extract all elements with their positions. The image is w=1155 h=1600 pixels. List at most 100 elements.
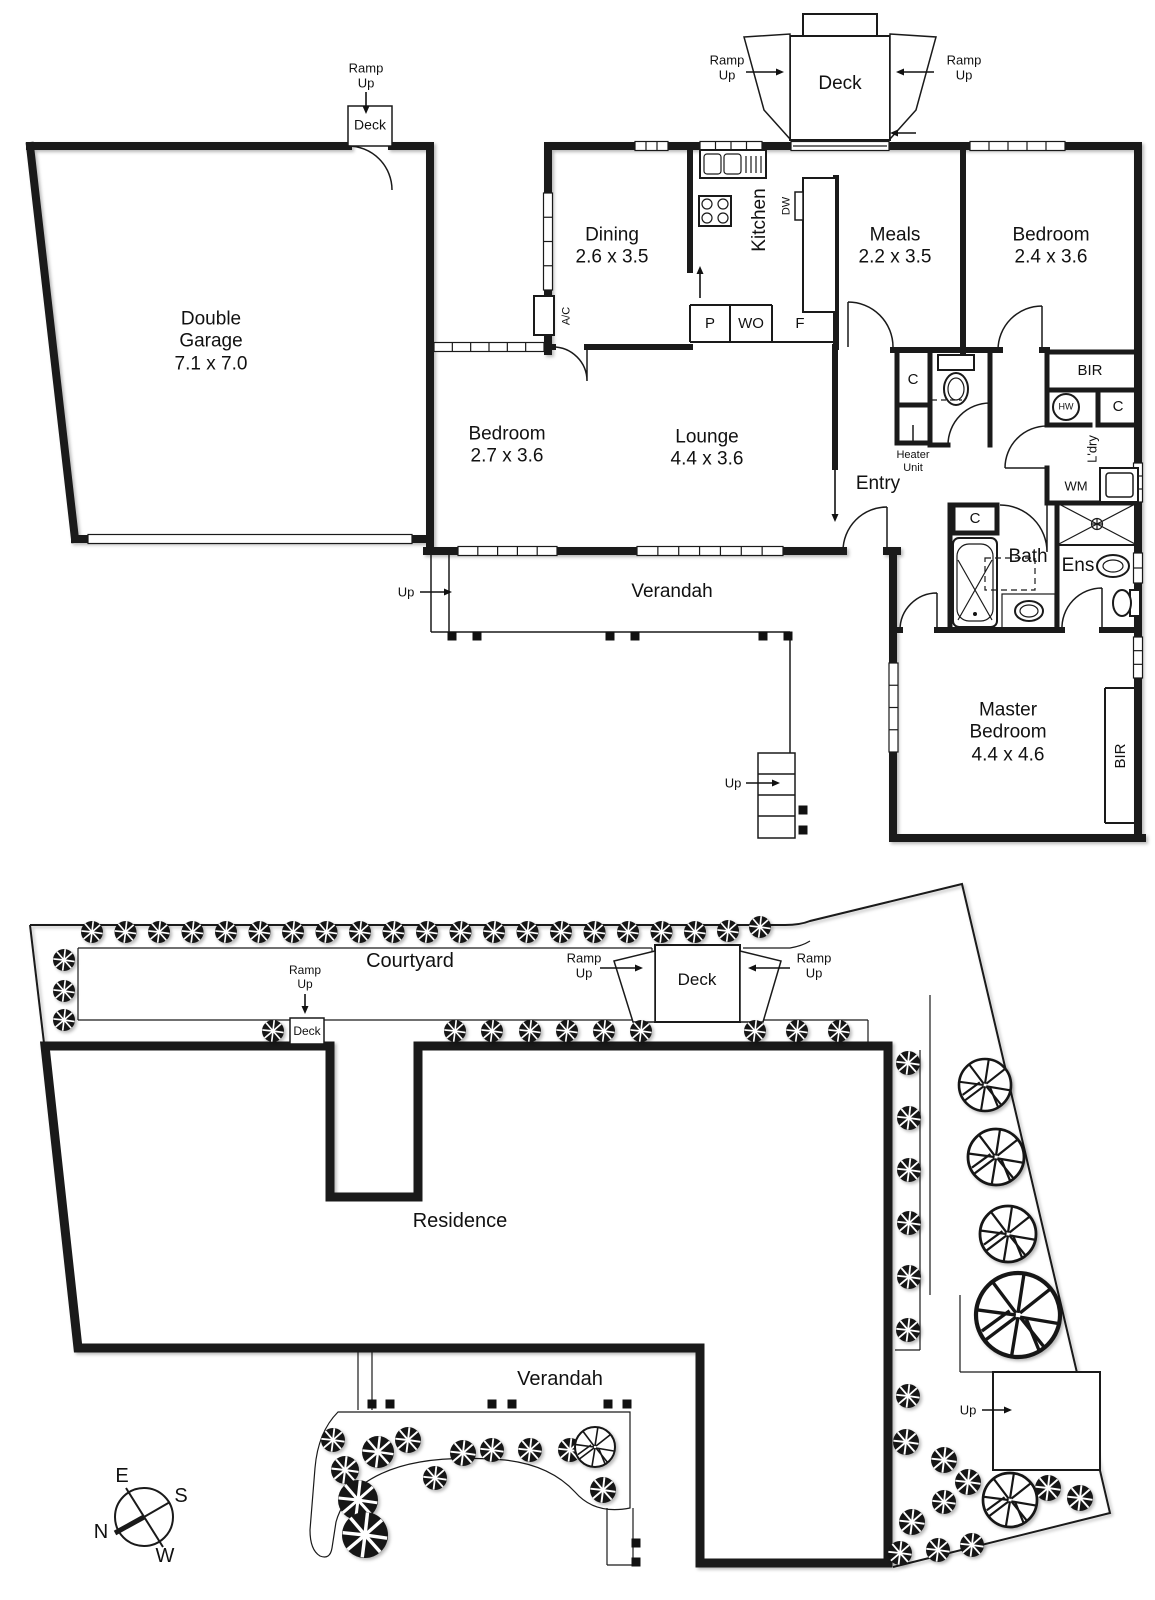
wm-label: WM	[1064, 478, 1088, 494]
site-deck	[289, 944, 782, 1045]
up-word: Up	[805, 966, 823, 981]
laundry-door	[1004, 425, 1048, 469]
garage-deck	[347, 105, 393, 147]
courtyard-label: Courtyard	[366, 950, 454, 973]
wet-area-fixtures	[912, 354, 1139, 503]
site-ramp-right	[739, 950, 782, 1023]
lounge-name: Lounge	[675, 426, 739, 448]
ramp-word: Ramp	[566, 950, 602, 966]
garage-label: Double Garage 7.1 x 7.0	[164, 308, 259, 375]
front-door	[842, 506, 888, 552]
ramp-word: Ramp	[709, 52, 745, 68]
sink-drainer	[745, 156, 762, 173]
ensuite-fixtures	[1056, 502, 1141, 617]
rear-platform	[992, 1371, 1101, 1471]
site-up-label: Up	[959, 1402, 977, 1418]
sink-bowl	[723, 153, 742, 175]
ramp-word: Ramp	[348, 60, 384, 76]
wc-door	[947, 402, 991, 446]
bedroom-w-name: Bedroom	[468, 423, 546, 445]
ens-toilet	[1112, 589, 1132, 617]
ramp-word: Ramp	[796, 950, 832, 966]
dishwasher-unit	[794, 191, 804, 221]
site-small-deck	[289, 1017, 325, 1045]
compass-east: E	[115, 1465, 129, 1488]
main-deck	[743, 13, 937, 141]
kitchen-label: Kitchen	[748, 188, 770, 252]
wall-oven-label: WO	[738, 315, 764, 333]
pantry-oven-cabinets	[689, 304, 836, 343]
site-plan	[29, 882, 1112, 1568]
site-ramp-left	[613, 950, 656, 1023]
garage-deck-label: Deck	[354, 116, 386, 133]
bath-fixtures	[952, 537, 1056, 629]
ac-unit	[533, 295, 555, 336]
arrows	[301, 68, 1012, 1414]
bedroom-ne-label: Bedroom 2.4 x 3.6	[991, 225, 1111, 270]
ens-basin	[1096, 554, 1130, 578]
bath-vanity	[1001, 593, 1056, 629]
windows	[87, 140, 1144, 753]
meals-name: Meals	[869, 224, 921, 246]
cupboard-bath-label: C	[969, 510, 981, 528]
master-bir	[1104, 687, 1138, 824]
residence-label: Residence	[412, 1210, 508, 1233]
up-word: Up	[718, 68, 736, 83]
bedroom-w-dims: 2.7 x 3.6	[470, 446, 544, 467]
floor-verandah	[430, 555, 796, 839]
dishwasher-label: DW	[780, 196, 793, 216]
ramp-up-site-left-label: Ramp Up	[567, 951, 602, 982]
master-name: Master Bedroom	[969, 699, 1047, 743]
hall-door	[552, 346, 588, 382]
compass-west: W	[155, 1545, 175, 1568]
dining-label: Dining 2.6 x 3.5	[552, 225, 672, 270]
bath-door	[999, 504, 1048, 553]
bath-basin	[1014, 600, 1044, 622]
ramp-up-garage-label: Ramp Up	[349, 61, 384, 92]
master-bir-label: BIR	[1112, 743, 1130, 769]
deck-ramp-right	[889, 33, 937, 141]
lounge-dims: 4.4 x 3.6	[670, 449, 744, 470]
heater-line1: Heater	[896, 449, 930, 462]
entry-label: Entry	[855, 472, 901, 494]
pantry-label: P	[704, 315, 716, 333]
meals-label: Meals 2.2 x 3.5	[835, 225, 955, 270]
site-verandah-label: Verandah	[517, 1368, 603, 1391]
verandah-up-label: Up	[397, 584, 415, 600]
dining-name: Dining	[585, 224, 639, 246]
compass	[113, 1487, 174, 1548]
ens-label: Ens	[1061, 554, 1095, 576]
site-deck-label: Deck	[677, 969, 717, 989]
ramp-up-deck-right-label: Ramp Up	[947, 53, 982, 84]
bir-label: BIR	[1077, 362, 1103, 380]
garage-name: Double Garage	[179, 308, 243, 352]
floor-plan	[25, 13, 1146, 842]
bedroom-ne-dims: 2.4 x 3.6	[1014, 247, 1088, 268]
garage-dims: 7.1 x 7.0	[174, 353, 248, 375]
cupboard-wc-label: C	[907, 371, 919, 389]
shower-recess	[984, 557, 1036, 591]
heater-unit-label: Heater Unit	[896, 449, 929, 475]
sink-unit	[699, 149, 767, 179]
master-dims: 4.4 x 4.6	[971, 744, 1045, 766]
up-word: Up	[955, 68, 973, 83]
stove	[698, 195, 732, 227]
bedroom-ne-door	[997, 305, 1043, 351]
sink-bowl	[703, 153, 722, 175]
garage-deck-door	[347, 145, 393, 191]
ac-label: A/C	[560, 306, 573, 326]
ens-door	[1061, 587, 1103, 631]
fridge-label: F	[795, 315, 805, 333]
compass-north: N	[93, 1521, 109, 1544]
deck-ramp-left	[743, 33, 791, 141]
courtyard-paving	[77, 940, 993, 1373]
meals-dims: 2.2 x 3.5	[858, 247, 932, 268]
ens-shower	[1056, 502, 1138, 546]
cupboard-hall-label: C	[1112, 398, 1124, 416]
bath-label: Bath	[1008, 545, 1048, 567]
heater-line2: Unit	[903, 462, 923, 474]
kitchen-fixtures	[689, 149, 837, 343]
master-label: Master Bedroom 4.4 x 4.6	[956, 699, 1061, 766]
hw-label: HW	[1058, 401, 1074, 412]
up-word: Up	[575, 966, 593, 981]
